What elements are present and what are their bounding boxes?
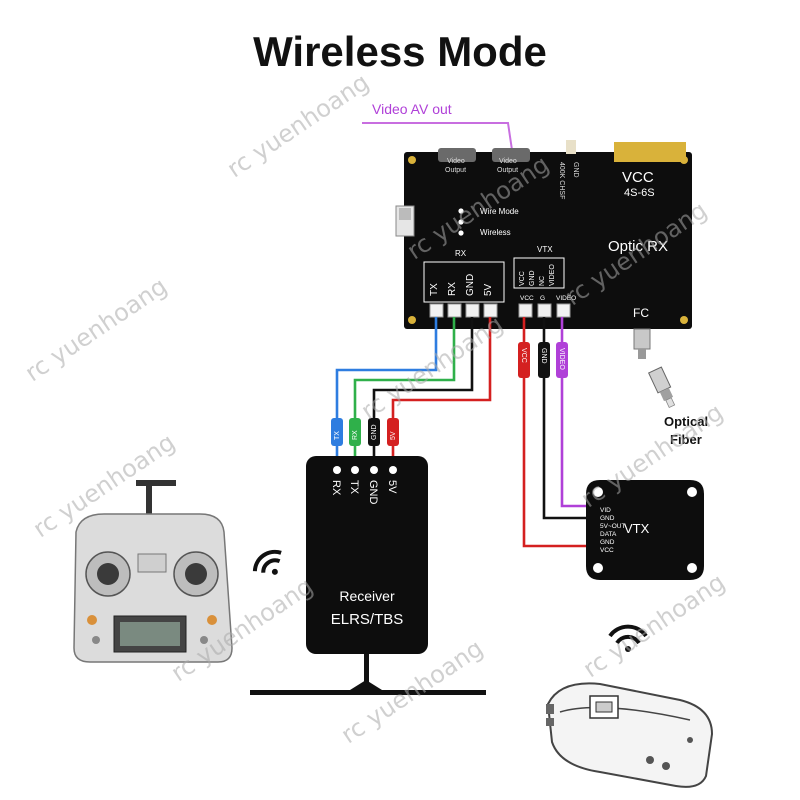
rx-header-box bbox=[423, 261, 505, 303]
optical-fiber-connector bbox=[633, 328, 676, 409]
fpv-goggles-image bbox=[546, 682, 714, 788]
vcc-label: VCC bbox=[622, 169, 654, 186]
wire-tag-5v bbox=[387, 418, 399, 446]
mode-indicator-dot bbox=[458, 208, 464, 214]
svg-text:Output: Output bbox=[445, 167, 466, 174]
side-connector bbox=[566, 140, 576, 154]
wire-tag-label-gnd: GND bbox=[371, 424, 378, 440]
rx-pin-label-gnd: GND bbox=[465, 274, 476, 296]
video-output-connector-1 bbox=[438, 148, 476, 162]
wire-tag-vtx-vcc bbox=[518, 342, 530, 378]
vtx-out-pin-label-video: VIDEO bbox=[556, 295, 576, 302]
receiver-pin-label-tx: TX bbox=[348, 480, 360, 495]
vtx-header-pin-label-video: VIDEO bbox=[549, 264, 556, 286]
receiver-pin-dot bbox=[370, 466, 378, 474]
vtx-header-label: VTX bbox=[537, 245, 553, 254]
receiver-pin-dot bbox=[333, 466, 341, 474]
rx-pin-label-5v: 5V bbox=[483, 283, 494, 296]
vtx-header-box bbox=[513, 257, 565, 289]
wire-tx bbox=[335, 317, 438, 470]
svg-text:Video: Video bbox=[499, 158, 517, 165]
wifi-icon bbox=[252, 549, 282, 575]
mode-wire-label: Wire Mode bbox=[480, 207, 519, 216]
vtx-header-pin-label-gnd: GND bbox=[529, 270, 536, 286]
receiver-pin-label-gnd: GND bbox=[367, 480, 379, 505]
svg-text:Video: Video bbox=[447, 158, 465, 165]
wire-vtx-gnd bbox=[542, 317, 596, 520]
board-pin-connector bbox=[483, 303, 498, 318]
svg-text:Output: Output bbox=[497, 167, 518, 174]
wire-tag-rx bbox=[349, 418, 361, 446]
wire-tag-tx bbox=[331, 418, 343, 446]
receiver-pin-dot bbox=[389, 466, 397, 474]
mode-indicator-dot bbox=[458, 219, 464, 225]
mode-indicator-dot bbox=[458, 230, 464, 236]
radio-transmitter-image bbox=[73, 480, 233, 663]
wire-vtx-video bbox=[560, 317, 596, 508]
receiver-wires bbox=[335, 317, 492, 470]
vtx-wires bbox=[522, 317, 596, 548]
wire-tag-vtx-label-gnd: GND bbox=[540, 348, 547, 364]
video-av-out-wire bbox=[362, 122, 513, 151]
receiver-pin-dot bbox=[351, 466, 359, 474]
board-pin-connector bbox=[465, 303, 480, 318]
optical-fiber-label: Optical Fiber bbox=[664, 414, 712, 447]
wire-tag-label-tx: TX bbox=[334, 431, 341, 440]
receiver-label-line1: Receiver bbox=[339, 588, 395, 604]
optic-rx-board: Video Output Video Output 400K CHSF GND … bbox=[395, 140, 692, 329]
vcc-voltage: 4S-6S bbox=[624, 187, 655, 199]
vtx-pin-label-5v-out: 5V~OUT bbox=[600, 523, 625, 530]
vtx-label: VTX bbox=[624, 521, 650, 536]
rx-pin-label-rx: RX bbox=[447, 282, 458, 296]
mode-wireless-label: Wireless bbox=[480, 228, 511, 237]
wire-tag-vtx-label-video: VIDEO bbox=[558, 348, 565, 370]
vtx-pin-label-gnd: GND bbox=[600, 515, 615, 522]
rx-header-label: RX bbox=[455, 249, 467, 258]
mount-hole bbox=[680, 316, 688, 324]
wire-tag-gnd bbox=[368, 418, 380, 446]
pin-label-gnd: GND bbox=[572, 162, 579, 178]
vtx-out-pin-label-vcc: VCC bbox=[520, 295, 534, 302]
board-pin-connector bbox=[429, 303, 444, 318]
fc-label: FC bbox=[633, 306, 649, 320]
wire-rx bbox=[353, 317, 456, 470]
wifi-icon bbox=[608, 624, 648, 652]
page-title: Wireless Mode bbox=[253, 28, 547, 75]
receiver-antenna bbox=[364, 654, 369, 692]
wire-tag-label-5v: 5V bbox=[390, 431, 397, 440]
receiver-module: RX TX GND 5V Receiver ELRS/TBS bbox=[250, 456, 486, 695]
board-pin-connector bbox=[556, 303, 571, 318]
vcc-connector bbox=[614, 142, 686, 162]
receiver-pin-label-rx: RX bbox=[330, 480, 342, 496]
receiver-antenna-bar bbox=[250, 690, 486, 695]
vtx-pin-label-data: DATA bbox=[600, 531, 617, 538]
wire-tag-label-rx: RX bbox=[352, 430, 359, 440]
receiver-pin-label-5v: 5V bbox=[386, 480, 398, 494]
optic-rx-label: Optic RX bbox=[608, 238, 668, 255]
wire-tag-vtx-gnd bbox=[538, 342, 550, 378]
video-av-out-label: Video AV out bbox=[372, 101, 452, 117]
vtx-pin-label-vcc: VCC bbox=[600, 547, 614, 554]
vtx-pin-label-vid: VID bbox=[600, 507, 611, 514]
wire-tag-vtx-video bbox=[556, 342, 568, 378]
receiver-label-line2: ELRS/TBS bbox=[331, 611, 404, 628]
wire-5v bbox=[391, 317, 492, 470]
board-pin-connector bbox=[447, 303, 462, 318]
wire-tag-vtx-label-vcc: VCC bbox=[520, 348, 527, 363]
mount-hole bbox=[408, 316, 416, 324]
wire-gnd bbox=[372, 317, 474, 470]
board-pin-connector bbox=[518, 303, 533, 318]
vtx-header-pin-label-nc: NC bbox=[539, 276, 546, 286]
wire-vtx-vcc bbox=[522, 317, 596, 548]
mount-hole bbox=[408, 156, 416, 164]
video-output-connector-2 bbox=[492, 148, 530, 162]
board-pin-connector bbox=[537, 303, 552, 318]
vtx-header-pin-label-vcc: VCC bbox=[519, 271, 526, 286]
rx-pin-label-tx: TX bbox=[429, 283, 440, 296]
vtx-pin-label-gnd: GND bbox=[600, 539, 615, 546]
vtx-out-pin-label-g: G bbox=[540, 295, 545, 302]
pin-label-400k-chsf: 400K CHSF bbox=[558, 162, 565, 199]
